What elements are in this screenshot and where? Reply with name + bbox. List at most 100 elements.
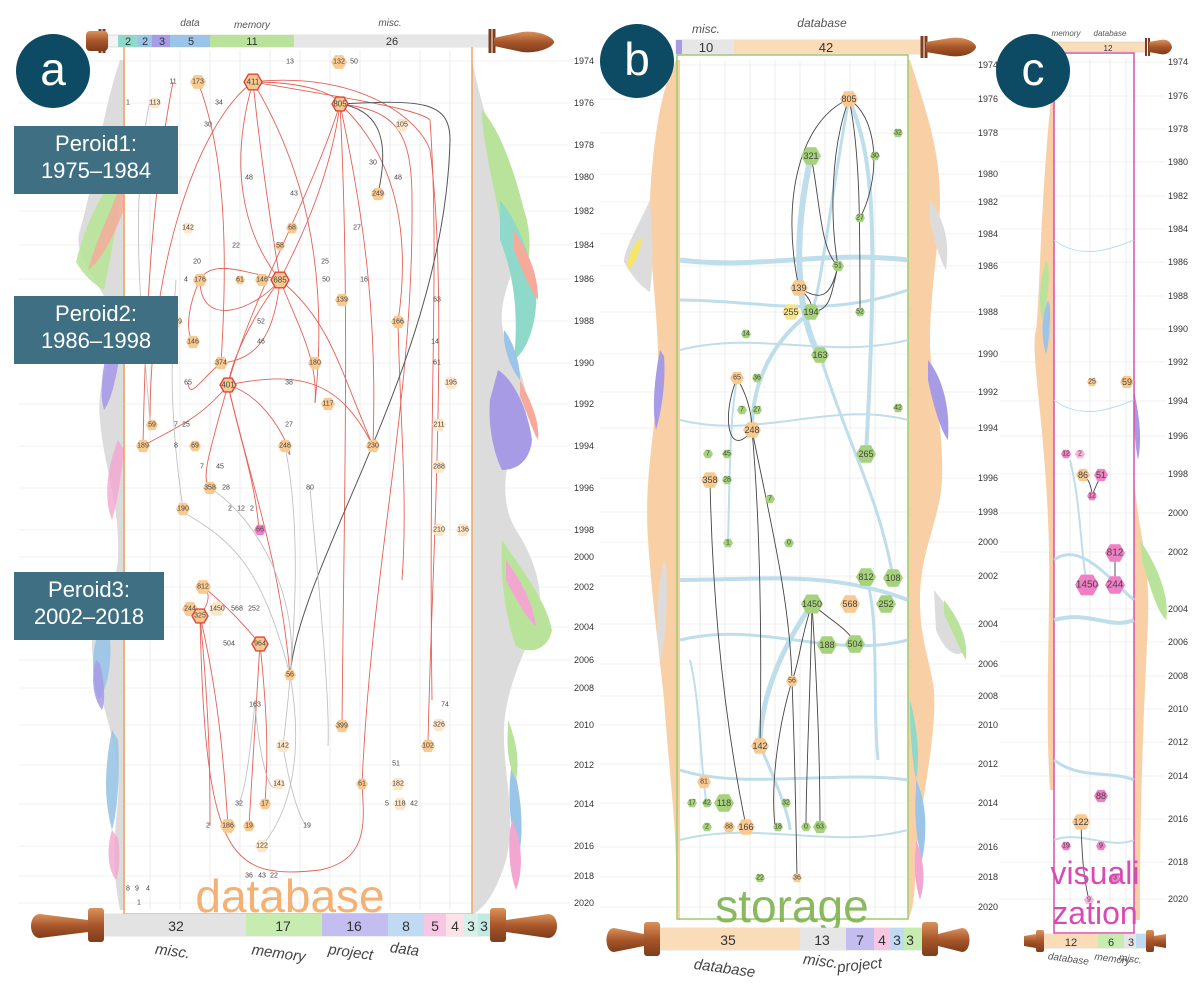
node-label: 568: [842, 599, 857, 609]
node-label: 265: [858, 449, 873, 459]
year-tick-label: 1994: [1168, 396, 1188, 406]
node-label: 52: [856, 309, 864, 316]
node-hexagon: [722, 449, 732, 459]
node-hexagon: [730, 371, 744, 385]
node-hexagon: [1105, 544, 1125, 562]
node-label: 36: [245, 873, 253, 880]
node-label: 1: [137, 900, 141, 907]
node-label: 122: [256, 843, 268, 850]
year-tick-label: 2002: [574, 582, 594, 592]
node-hexagon: [393, 797, 407, 811]
year-tick-label: 1978: [978, 128, 998, 138]
node-label: 59: [1122, 377, 1132, 387]
node-label: 117: [322, 401, 333, 408]
node-hexagon: [395, 118, 409, 132]
year-tick-label: 1974: [1168, 57, 1188, 67]
year-tick-label: 1998: [978, 507, 998, 517]
node-label: 358: [204, 485, 216, 492]
node-label: 1: [126, 100, 130, 107]
panel-a-year-axis: 1974197619781980198219841986198819901992…: [574, 56, 594, 908]
node-label: 14: [742, 331, 750, 338]
year-tick-label: 2002: [978, 571, 998, 581]
year-tick-label: 2004: [574, 622, 594, 632]
node-hexagon: [722, 475, 732, 485]
node-label: 2: [1078, 451, 1082, 458]
node-hexagon: [802, 304, 820, 320]
node-hexagon: [136, 439, 150, 453]
year-tick-label: 2014: [978, 798, 998, 808]
panel-a-nodes: 1313250111734111113343080510519030482494…: [126, 55, 470, 907]
panel-c-title-line1: visuali: [1051, 855, 1140, 891]
node-hexagon: [782, 304, 800, 320]
panel-c-right-streamgraph: [1134, 390, 1167, 920]
category-label: misc.: [1118, 952, 1143, 966]
node-label: 108: [885, 573, 900, 583]
node-hexagon: [840, 91, 858, 107]
year-tick-label: 2012: [1168, 737, 1188, 747]
node-label: 27: [856, 215, 864, 222]
node-hexagon: [784, 538, 794, 548]
node-label: 12: [1062, 451, 1070, 458]
category-count: 3: [159, 36, 165, 48]
year-tick-label: 2012: [978, 759, 998, 769]
node-label: 16: [360, 277, 368, 284]
category-label: database: [693, 956, 756, 981]
node-label: 65: [184, 380, 192, 387]
node-label: 211: [433, 422, 444, 429]
node-hexagon: [335, 719, 349, 733]
node-label: 12: [237, 506, 245, 513]
node-label: 61: [358, 781, 366, 788]
node-hexagon: [176, 502, 190, 516]
node-label: 0: [787, 540, 791, 547]
node-hexagon: [1061, 841, 1071, 851]
node-label: 132: [333, 59, 345, 66]
node-hexagon: [1087, 377, 1097, 387]
year-tick-label: 1994: [978, 423, 998, 433]
node-label: 249: [372, 191, 384, 198]
panel-c-badge: c: [996, 34, 1070, 108]
node-label: 4: [184, 277, 188, 284]
year-tick-label: 2014: [574, 799, 594, 809]
period-1-range: 1975–1984: [40, 158, 152, 183]
period-3-range: 2002–2018: [33, 604, 145, 629]
year-tick-label: 1988: [978, 307, 998, 317]
year-tick-label: 2016: [1168, 814, 1188, 824]
node-label: 2: [250, 506, 254, 513]
node-label: 7: [768, 496, 772, 503]
year-tick-label: 1992: [574, 399, 594, 409]
node-hexagon: [893, 403, 903, 413]
node-label: 19: [1062, 843, 1070, 850]
node-label: 8: [126, 886, 130, 893]
period-2-callout: Peroid2: 1986–1998: [14, 296, 178, 364]
category-count: 8: [402, 918, 410, 934]
node-label: 11: [169, 79, 176, 86]
panel-b-edges: [709, 98, 875, 879]
node-label: 326: [433, 722, 445, 729]
node-label: 504: [223, 641, 235, 648]
year-tick-label: 2008: [978, 691, 998, 701]
node-hexagon: [335, 293, 349, 307]
node-hexagon: [214, 356, 228, 370]
node-label: 411: [247, 78, 260, 87]
node-label: 1450: [802, 599, 822, 609]
node-hexagon: [371, 187, 385, 201]
node-label: 13: [286, 59, 294, 66]
node-label: 2: [206, 823, 210, 830]
node-hexagon: [832, 260, 844, 272]
node-label: 195: [445, 380, 457, 387]
category-count: 17: [275, 918, 291, 934]
node-hexagon: [270, 271, 290, 289]
year-tick-label: 1982: [978, 197, 998, 207]
node-hexagon: [321, 397, 335, 411]
node-hexagon: [195, 580, 211, 594]
node-label: 22: [270, 873, 278, 880]
node-hexagon: [701, 472, 719, 488]
node-label: 139: [336, 297, 348, 304]
year-tick-label: 2002: [1168, 547, 1188, 557]
category-count: 3: [1128, 937, 1134, 949]
node-hexagon: [765, 494, 775, 504]
node-label: 288: [433, 464, 445, 471]
